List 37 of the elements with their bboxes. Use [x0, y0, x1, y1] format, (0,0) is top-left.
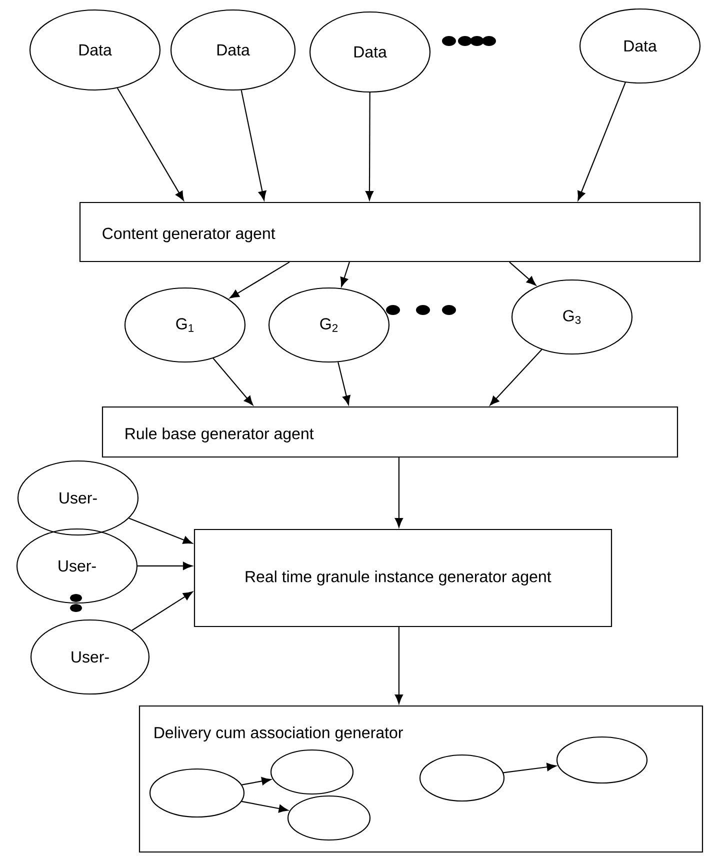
- arrow: [394, 458, 403, 528]
- arrow: [138, 562, 192, 570]
- arrow: [365, 92, 374, 200]
- arrow: [490, 349, 542, 406]
- ellipse-node: G$_{1}$: [124, 287, 246, 363]
- ellipse-node: G$_{3}$: [511, 279, 633, 355]
- ellipse-node: [149, 768, 245, 818]
- arrow: [340, 262, 350, 287]
- ellipse-node: [419, 754, 505, 802]
- arrow: [503, 763, 556, 774]
- arrow: [242, 777, 272, 786]
- arrow: [116, 88, 184, 201]
- process-box: Rule base generator agent: [102, 406, 678, 458]
- arrow: [338, 362, 350, 405]
- process-box: Delivery cum association generator: [138, 705, 704, 853]
- ellipse-node: [556, 736, 648, 784]
- process-box: Real time granule instance generator agent: [194, 528, 612, 628]
- ellipse-node: Data: [579, 8, 701, 84]
- arrow: [509, 262, 536, 286]
- arrow: [242, 800, 288, 813]
- arrow: [212, 358, 254, 406]
- arrow: [578, 82, 626, 201]
- ellipse-node: Data: [29, 9, 161, 91]
- process-box: Content generator agent: [79, 202, 701, 262]
- ellipse-node: [270, 749, 354, 795]
- ellipse-node: [287, 795, 371, 841]
- arrow: [132, 592, 193, 631]
- ellipse-node: G$_{2}$: [268, 287, 390, 363]
- arrow: [230, 262, 290, 298]
- ellipse-node: Data: [170, 9, 296, 91]
- ellipse-node: Data: [309, 11, 431, 93]
- ellipse-node: User-: [30, 619, 150, 695]
- arrow: [394, 627, 403, 704]
- arrow: [128, 518, 193, 544]
- arrow: [240, 90, 266, 200]
- ellipse-node: User-: [16, 528, 138, 604]
- ellipse-node: User-: [17, 460, 139, 536]
